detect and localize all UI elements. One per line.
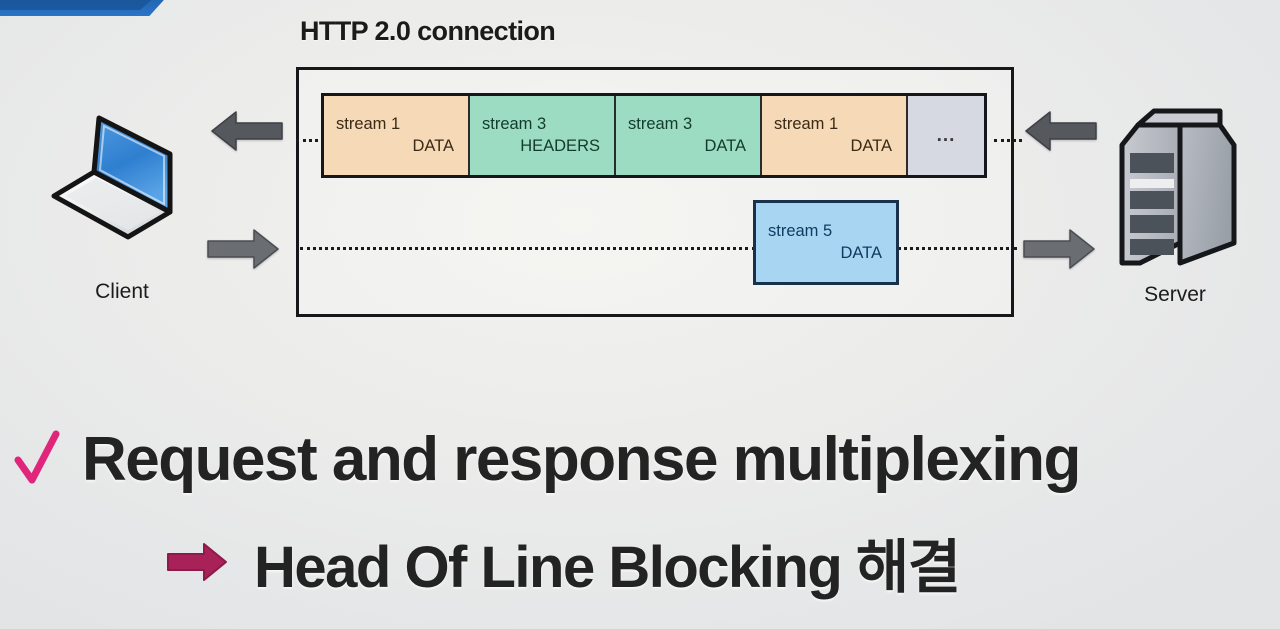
dotted-connector-bottom-right (897, 247, 1017, 250)
request-arrow-right-icon (1022, 226, 1096, 272)
ellipsis-label: ... (936, 124, 956, 146)
frame-stream-3-data: stream 3 DATA (616, 96, 762, 175)
diagram-title: HTTP 2.0 connection (300, 16, 556, 46)
frame-stream-label: stream 3 (482, 114, 547, 133)
response-arrow-right-icon (1024, 108, 1098, 154)
blue-corner-banner (0, 0, 200, 16)
request-arrow-left-icon (206, 226, 280, 272)
check-icon (14, 430, 60, 490)
bullet-line-2: Head Of Line Blocking 해결 (166, 520, 961, 604)
frame-stream-3-headers: stream 3 HEADERS (470, 96, 616, 175)
pink-arrow-icon (166, 541, 228, 583)
response-arrow-left-icon (210, 108, 284, 154)
bullet-2-text: Head Of Line Blocking 해결 (254, 535, 961, 600)
bullet-line-1: Request and response multiplexing (14, 424, 1081, 495)
frame-stream-1-data-a: stream 1 DATA (324, 96, 470, 175)
frame-type-label: HEADERS (520, 136, 600, 155)
frame-stream-label: stream 5 (768, 221, 833, 240)
server-node (1108, 105, 1248, 285)
frame-type-label: DATA (412, 136, 454, 155)
bullet-1-text: Request and response multiplexing (82, 425, 1081, 494)
server-label: Server (1144, 283, 1206, 306)
frame-stream-label: stream 1 (336, 114, 401, 133)
laptop-icon (51, 115, 173, 240)
dotted-connector-bottom-left (300, 247, 755, 250)
frame-stream-label: stream 3 (628, 114, 693, 133)
dotted-connector-right-top (994, 139, 1022, 142)
frame-stream-label: stream 1 (774, 114, 839, 133)
client-label: Client (95, 280, 149, 303)
frame-type-label: DATA (850, 136, 892, 155)
client-node (42, 112, 202, 277)
frame-strip: stream 1 DATA stream 3 HEADERS stream 3 … (321, 93, 987, 178)
frame-stream-5-data: stream 5 DATA (753, 200, 899, 285)
frame-ellipsis: ... (908, 96, 984, 175)
dotted-connector-left-top (296, 139, 324, 142)
frame-stream-1-data-b: stream 1 DATA (762, 96, 908, 175)
frame-type-label: DATA (704, 136, 746, 155)
frame-type-label: DATA (840, 243, 882, 262)
server-icon (1119, 108, 1237, 266)
